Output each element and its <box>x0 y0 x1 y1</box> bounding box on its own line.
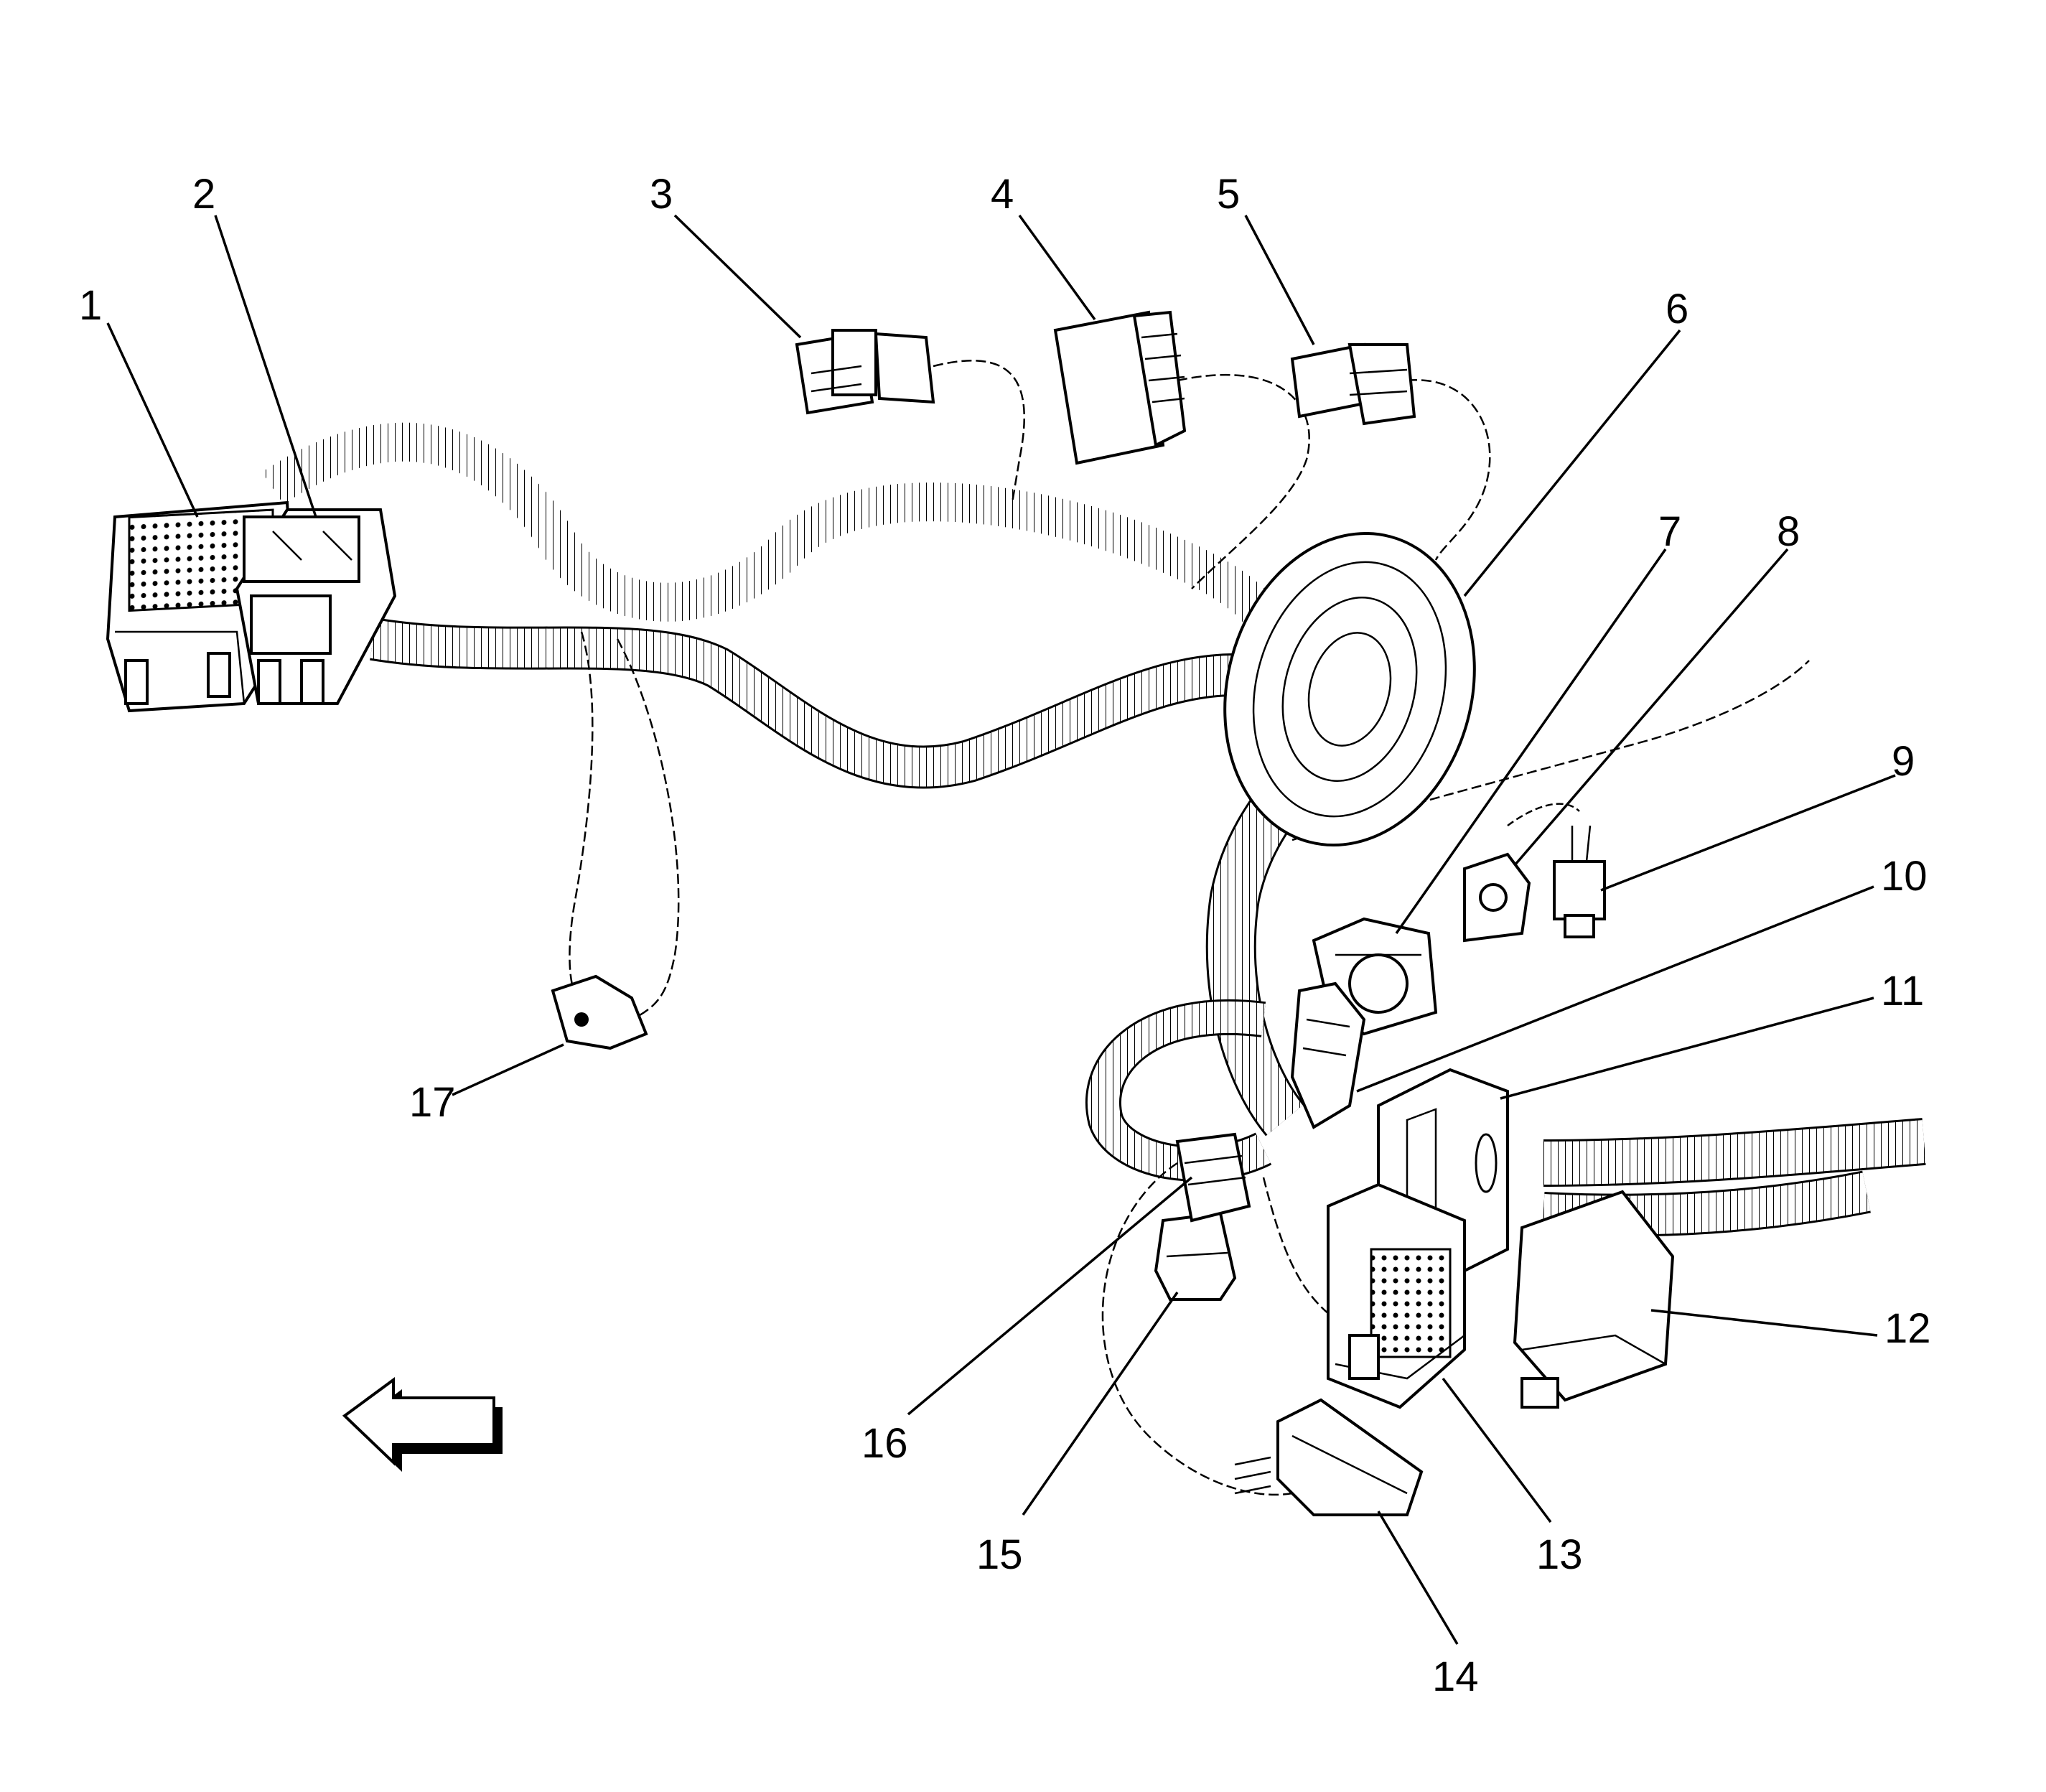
connector-12 <box>1513 1190 1675 1409</box>
callout-16: 16 <box>861 1420 908 1467</box>
callout-1: 1 <box>79 282 102 329</box>
connector-16 <box>1175 1132 1251 1223</box>
callout-9: 9 <box>1892 738 1915 785</box>
callout-labels: 1 2 3 4 5 6 7 8 9 10 11 12 13 14 15 16 1… <box>79 171 1931 1700</box>
callout-13: 13 <box>1536 1531 1583 1578</box>
connector-9 <box>1553 825 1606 938</box>
callout-4: 4 <box>991 171 1014 218</box>
callout-5: 5 <box>1217 171 1240 218</box>
main-harness <box>262 422 1926 1237</box>
grommet <box>1223 531 1476 847</box>
connector-3 <box>795 329 935 415</box>
callout-17: 17 <box>409 1079 456 1126</box>
connector-4 <box>1053 310 1187 465</box>
connector-5 <box>1290 342 1416 426</box>
callout-12: 12 <box>1884 1305 1931 1352</box>
connector-8 <box>1463 852 1531 943</box>
callout-leaders <box>106 214 1896 1645</box>
callout-7: 7 <box>1658 508 1681 555</box>
connector-15 <box>1154 1211 1237 1301</box>
callout-10: 10 <box>1881 853 1928 900</box>
callout-2: 2 <box>192 171 215 218</box>
connector-14 <box>1234 1398 1424 1516</box>
callout-6: 6 <box>1666 286 1688 332</box>
left-arrow-icon <box>342 1377 503 1472</box>
connector-17 <box>551 974 648 1050</box>
callout-8: 8 <box>1777 508 1800 555</box>
callout-11: 11 <box>1881 968 1924 1014</box>
connector-13 <box>1327 1182 1466 1409</box>
callout-14: 14 <box>1432 1653 1479 1700</box>
callout-15: 15 <box>976 1531 1023 1578</box>
connector-2 <box>235 508 397 705</box>
callout-3: 3 <box>650 171 673 218</box>
connector-10 <box>1290 981 1366 1129</box>
